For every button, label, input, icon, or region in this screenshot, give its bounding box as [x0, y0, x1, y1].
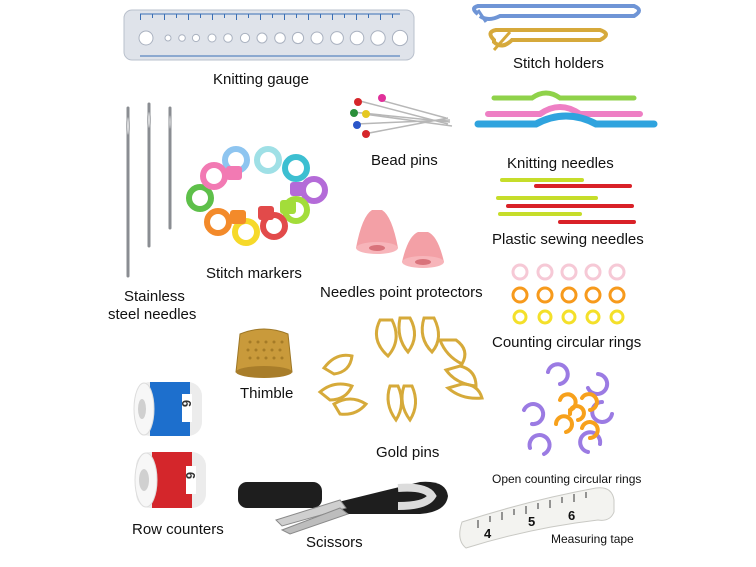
- scissors-label: Scissors: [306, 534, 363, 551]
- tape-number-6: 6: [568, 508, 576, 523]
- row-counters-label: Row counters: [132, 521, 224, 538]
- thimble-label: Thimble: [240, 385, 294, 402]
- tape-number-4: 4: [484, 526, 492, 541]
- needle-point-protectors-label: Needles point protectors: [320, 284, 483, 301]
- red-counter-digit: 6: [183, 471, 199, 480]
- blue-counter-digit: 6: [179, 399, 195, 408]
- open-counting-circular-rings-label: Open counting circular rings: [492, 472, 642, 486]
- tape-number-5: 5: [528, 514, 536, 529]
- stainless-label-line1: Stainless: [124, 288, 185, 305]
- measuring-tape-label: Measuring tape: [551, 532, 634, 546]
- plastic-sewing-needles-label: Plastic sewing needles: [492, 231, 644, 248]
- bead-pins-label: Bead pins: [371, 152, 438, 169]
- knitting-gauge-label: Knitting gauge: [213, 71, 309, 88]
- gold-pins-label: Gold pins: [376, 444, 440, 461]
- stitch-holders-label: Stitch holders: [513, 55, 604, 72]
- stitch-markers-label: Stitch markers: [206, 265, 302, 282]
- counting-circular-rings-label: Counting circular rings: [492, 334, 642, 351]
- stainless-label-line2: steel needles: [108, 306, 197, 323]
- knitting-needles-label: Knitting needles: [507, 155, 614, 172]
